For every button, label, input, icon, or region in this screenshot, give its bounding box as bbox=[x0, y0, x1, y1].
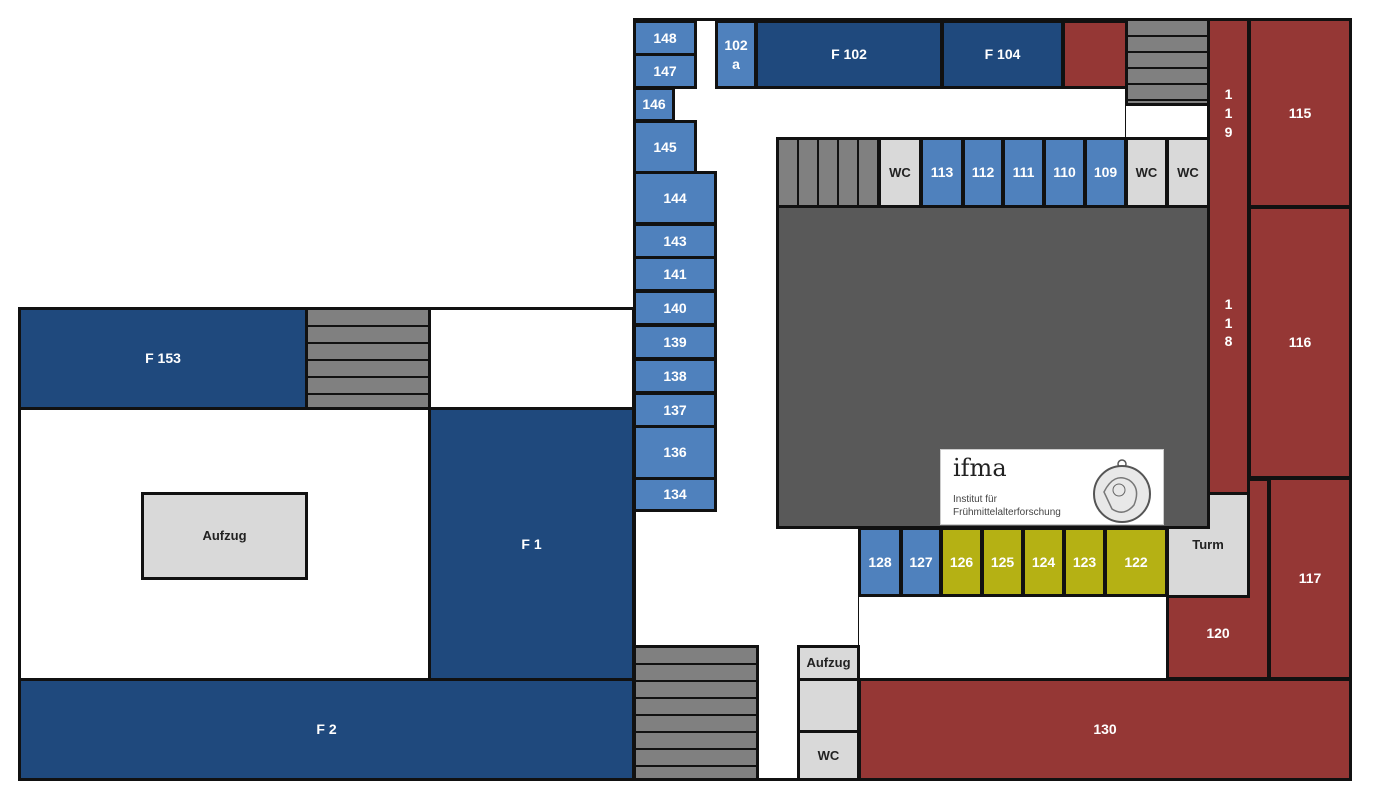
room-126[interactable]: 126 bbox=[940, 527, 983, 597]
room-145[interactable]: 145 bbox=[633, 120, 697, 174]
room-f1[interactable]: F 1 bbox=[428, 407, 635, 681]
room-127[interactable]: 127 bbox=[900, 527, 942, 597]
room-138[interactable]: 138 bbox=[633, 358, 717, 394]
room-109[interactable]: 109 bbox=[1084, 137, 1127, 208]
room-110[interactable]: 110 bbox=[1043, 137, 1086, 208]
room-112[interactable]: 112 bbox=[962, 137, 1004, 208]
room-128[interactable]: 128 bbox=[858, 527, 902, 597]
room-115[interactable]: 115 bbox=[1248, 18, 1352, 208]
room-116[interactable]: 116 bbox=[1248, 206, 1352, 479]
room-f153[interactable]: F 153 bbox=[18, 307, 308, 410]
room-f2[interactable]: F 2 bbox=[18, 678, 635, 781]
room-wc-bottom[interactable]: WC bbox=[797, 730, 860, 781]
room-120-label: 120 bbox=[1206, 625, 1230, 642]
room-141[interactable]: 141 bbox=[633, 256, 717, 292]
room-118-label: 1 1 8 bbox=[1224, 295, 1233, 350]
medallion-icon bbox=[1093, 459, 1151, 523]
room-102a[interactable]: 102 a bbox=[715, 20, 757, 89]
room-118-119[interactable]: 1 1 9 1 1 8 bbox=[1207, 18, 1250, 495]
room-140[interactable]: 140 bbox=[633, 290, 717, 326]
room-137[interactable]: 137 bbox=[633, 392, 717, 428]
room-f102[interactable]: F 102 bbox=[755, 20, 943, 89]
room-123[interactable]: 123 bbox=[1063, 527, 1106, 597]
service-room[interactable] bbox=[797, 678, 860, 733]
elevator-large[interactable]: Aufzug bbox=[141, 492, 308, 580]
room-unlabeled-red[interactable] bbox=[1062, 20, 1128, 89]
staircase-south bbox=[633, 645, 759, 781]
room-111[interactable]: 111 bbox=[1002, 137, 1045, 208]
elevator-small[interactable]: Aufzug bbox=[797, 645, 860, 681]
room-wc-1[interactable]: WC bbox=[878, 137, 922, 208]
room-wc-3[interactable]: WC bbox=[1166, 137, 1210, 208]
room-136[interactable]: 136 bbox=[633, 425, 717, 480]
room-144[interactable]: 144 bbox=[633, 171, 717, 225]
room-148[interactable]: 148 bbox=[633, 20, 697, 56]
staircase-courtyard bbox=[776, 137, 881, 208]
room-147[interactable]: 147 bbox=[633, 53, 697, 89]
room-134[interactable]: 134 bbox=[633, 477, 717, 512]
room-f104[interactable]: F 104 bbox=[941, 20, 1064, 89]
room-122[interactable]: 122 bbox=[1104, 527, 1168, 597]
room-124[interactable]: 124 bbox=[1022, 527, 1065, 597]
staircase-west bbox=[305, 307, 431, 410]
logo-name: ifma bbox=[953, 454, 1007, 482]
room-117[interactable]: 117 bbox=[1268, 477, 1352, 680]
room-113[interactable]: 113 bbox=[920, 137, 964, 208]
room-139[interactable]: 139 bbox=[633, 324, 717, 360]
room-143[interactable]: 143 bbox=[633, 223, 717, 259]
corridor-divider bbox=[858, 595, 859, 680]
room-130[interactable]: 130 bbox=[858, 678, 1352, 781]
room-146[interactable]: 146 bbox=[633, 87, 675, 122]
room-125[interactable]: 125 bbox=[981, 527, 1024, 597]
staircase-north bbox=[1125, 18, 1210, 106]
room-wc-2[interactable]: WC bbox=[1125, 137, 1168, 208]
room-119-label: 1 1 9 bbox=[1224, 86, 1233, 140]
corridor-divider bbox=[1125, 104, 1126, 139]
